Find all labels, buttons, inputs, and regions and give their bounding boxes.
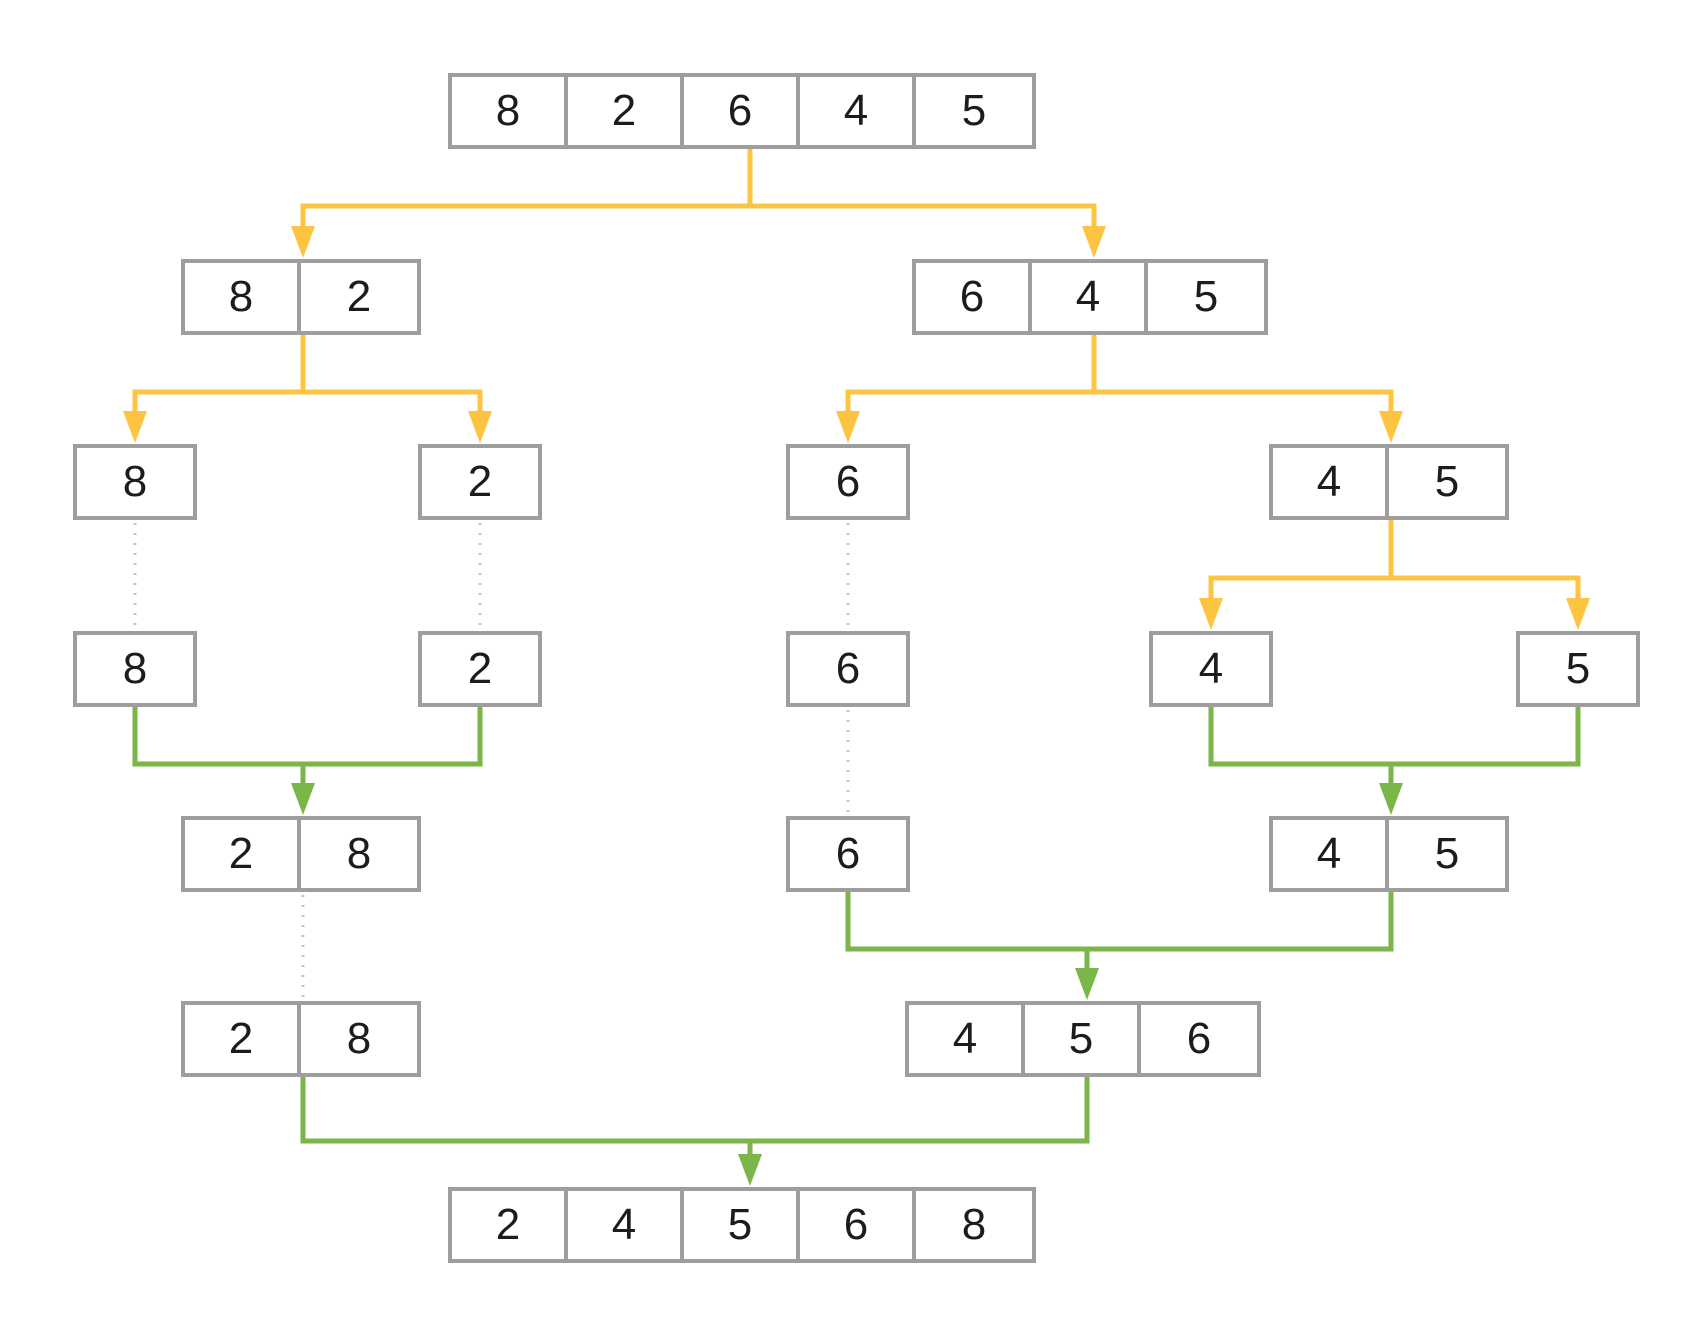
array-cell: 6	[1141, 1005, 1257, 1073]
node-leaf-6-pass: 6	[786, 631, 910, 707]
array-cell: 8	[185, 263, 301, 331]
merge-branch	[845, 892, 1394, 952]
arrowhead-icon	[123, 411, 147, 443]
node-split-6-4-5: 6 4 5	[912, 259, 1268, 335]
array-cell: 2	[301, 263, 417, 331]
array-cell: 5	[684, 1191, 800, 1259]
array-cell: 4	[1153, 635, 1269, 703]
array-cell: 6	[916, 263, 1032, 331]
node-leaf-2-pass: 2	[418, 631, 542, 707]
array-cell: 6	[790, 635, 906, 703]
array-cell: 4	[1032, 263, 1148, 331]
node-leaf-6-pass2: 6	[786, 816, 910, 892]
node-merged-2-8-pass: 2 8	[181, 1001, 421, 1077]
array-cell: 6	[684, 77, 800, 145]
array-cell: 8	[77, 635, 193, 703]
node-merged-4-5: 4 5	[1269, 816, 1509, 892]
array-cell: 6	[800, 1191, 916, 1259]
split-connector-645-to-level3	[836, 335, 1403, 443]
array-cell: 2	[452, 1191, 568, 1259]
array-cell: 2	[185, 1005, 301, 1073]
node-leaf-8: 8	[73, 444, 197, 520]
array-cell: 4	[800, 77, 916, 145]
arrowhead-icon	[291, 783, 315, 815]
merge-connector-4-5	[1208, 707, 1581, 815]
node-initial-array: 8 2 6 4 5	[448, 73, 1036, 149]
array-cell: 5	[1520, 635, 1636, 703]
merge-connector-28-456	[300, 1077, 1090, 1186]
array-cell: 8	[77, 448, 193, 516]
array-cell: 5	[1389, 820, 1505, 888]
arrowhead-icon	[1566, 598, 1590, 630]
node-merged-2-8: 2 8	[181, 816, 421, 892]
array-cell: 4	[568, 1191, 684, 1259]
arrowhead-icon	[1379, 783, 1403, 815]
node-merged-4-5-6: 4 5 6	[905, 1001, 1261, 1077]
array-cell: 4	[1273, 448, 1389, 516]
arrowhead-icon	[836, 411, 860, 443]
arrowhead-icon	[1082, 226, 1106, 258]
array-cell: 6	[790, 820, 906, 888]
array-cell: 2	[568, 77, 684, 145]
merge-branch	[1208, 707, 1581, 767]
node-split-4-5: 4 5	[1269, 444, 1509, 520]
array-cell: 2	[422, 448, 538, 516]
array-cell: 5	[916, 77, 1032, 145]
array-cell: 8	[916, 1191, 1032, 1259]
node-split-8-2: 8 2	[181, 259, 421, 335]
node-leaf-8-pass: 8	[73, 631, 197, 707]
array-cell: 6	[790, 448, 906, 516]
merge-branch	[300, 1077, 1090, 1144]
split-connector-82-to-leaves	[123, 335, 492, 443]
array-cell: 4	[909, 1005, 1025, 1073]
arrowhead-icon	[738, 1154, 762, 1186]
arrowhead-icon	[1075, 968, 1099, 1000]
array-cell: 4	[1273, 820, 1389, 888]
arrowhead-icon	[1379, 411, 1403, 443]
array-cell: 8	[301, 820, 417, 888]
arrowhead-icon	[291, 226, 315, 258]
arrowhead-icon	[468, 411, 492, 443]
array-cell: 5	[1389, 448, 1505, 516]
arrowhead-icon	[1199, 598, 1223, 630]
passthrough-connectors	[133, 523, 850, 998]
merge-connector-6-45	[845, 892, 1394, 1000]
array-cell: 5	[1025, 1005, 1141, 1073]
merge-connector-8-2	[132, 707, 483, 815]
node-leaf-2: 2	[418, 444, 542, 520]
node-leaf-6: 6	[786, 444, 910, 520]
array-cell: 2	[422, 635, 538, 703]
array-cell: 8	[301, 1005, 417, 1073]
split-branch	[845, 389, 1394, 415]
node-sorted-array: 2 4 5 6 8	[448, 1187, 1036, 1263]
split-connector-45-to-leaves	[1199, 520, 1590, 630]
array-cell: 5	[1148, 263, 1264, 331]
split-branch	[132, 389, 483, 415]
split-branch	[300, 203, 1097, 230]
split-connector-root-to-level2	[291, 149, 1106, 258]
node-leaf-4: 4	[1149, 631, 1273, 707]
merge-branch	[132, 707, 483, 767]
split-branch	[1208, 575, 1581, 601]
array-cell: 2	[185, 820, 301, 888]
array-cell: 8	[452, 77, 568, 145]
node-leaf-5: 5	[1516, 631, 1640, 707]
